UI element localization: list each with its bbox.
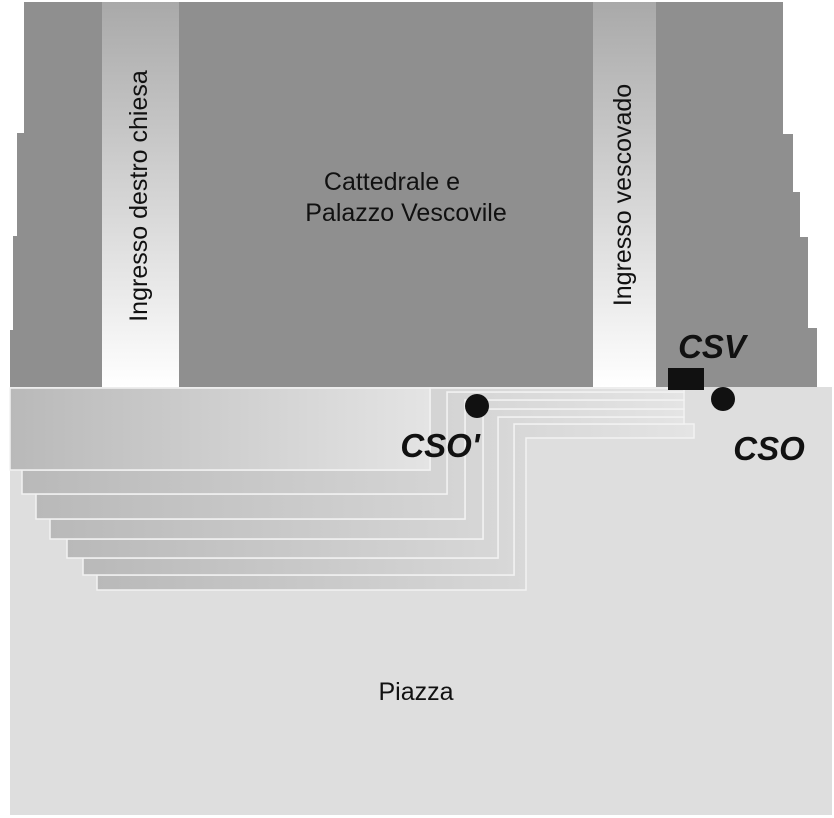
cso-label: CSO: [733, 430, 805, 467]
entrance-right-label: Ingresso vescovado: [609, 84, 637, 306]
building-label-line2: Palazzo Vescovile: [305, 199, 507, 227]
cso-prime-label: CSO': [400, 427, 481, 464]
csv-marker: [668, 368, 704, 390]
entrance-left-label: Ingresso destro chiesa: [125, 70, 153, 322]
entrance-right-corridor: [593, 2, 656, 387]
entrance-left-corridor: [102, 2, 179, 387]
building-label-line1: Cattedrale e: [324, 168, 460, 196]
stair-step: [9, 387, 431, 471]
cso-marker: [711, 387, 735, 411]
cso-prime-marker: [465, 394, 489, 418]
staircase: [9, 387, 695, 591]
piazza-label: Piazza: [378, 678, 453, 706]
csv-label: CSV: [678, 328, 749, 365]
